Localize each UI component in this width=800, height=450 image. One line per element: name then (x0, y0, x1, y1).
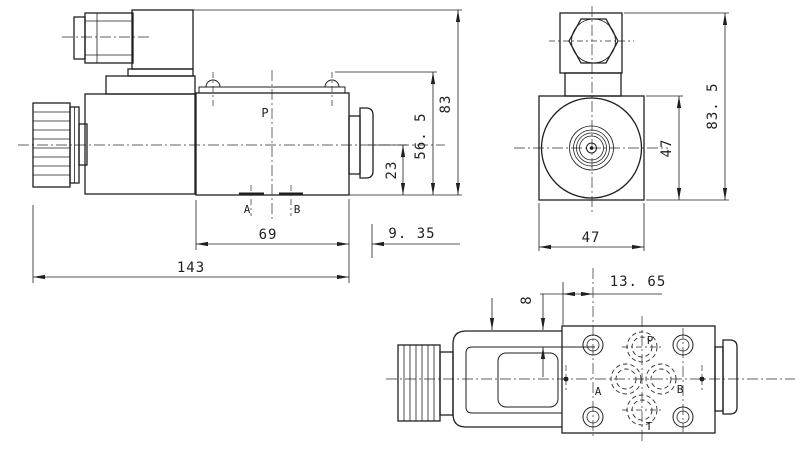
end-plug-side (348, 107, 374, 179)
bolt-boss-right (324, 79, 340, 88)
nameplate (497, 352, 559, 408)
dim-47-right: 47 (659, 139, 675, 158)
top-dimensions: 13. 65 8 (489, 274, 667, 377)
port-b-label-side: B (294, 203, 301, 216)
port-p-label-side: P (261, 106, 268, 120)
cable-gland-front (559, 12, 623, 97)
dim-143: 143 (177, 260, 205, 276)
valve-body-side: P A B (195, 70, 350, 222)
port-a-label-top: A (595, 385, 602, 398)
solenoid-body-top (452, 330, 595, 428)
solenoid-body-side (84, 75, 196, 195)
hex-nut (568, 18, 619, 64)
dim-56-5: 56. 5 (413, 112, 429, 159)
front-view: 47 83. 5 47 (514, 6, 729, 251)
port-p-label-top: P (647, 334, 654, 347)
knurled-knob-top (397, 344, 454, 422)
dim-83: 83 (438, 95, 454, 114)
side-view: P A B 23 (18, 9, 462, 283)
dim-47-bottom: 47 (582, 230, 601, 246)
side-dimensions-vertical: 23 56. 5 83 (193, 9, 462, 196)
dim-9-35: 9. 35 (388, 226, 435, 242)
bolt-hole (582, 334, 694, 428)
port-a-mark (239, 192, 264, 196)
dim-83-5: 83. 5 (705, 82, 721, 129)
top-view: P A B T 13. 65 8 (386, 268, 795, 443)
dim-13-65: 13. 65 (610, 274, 667, 290)
valve-body-top: P A B T (561, 268, 716, 443)
port-holes (610, 331, 677, 426)
port-a-label-side: A (244, 203, 251, 216)
knurled-knob (32, 102, 88, 188)
port-b-label-top: B (677, 383, 684, 396)
dim-23: 23 (384, 161, 400, 180)
dim-8: 8 (519, 295, 535, 304)
front-dimensions: 47 83. 5 47 (538, 12, 729, 251)
port-t-label-top: T (646, 420, 653, 433)
electrical-connector (62, 9, 194, 77)
dim-69: 69 (259, 227, 278, 243)
push-pin (589, 146, 594, 150)
solenoid-face-front (538, 95, 645, 201)
side-dimensions-horizontal: 69 9. 35 143 (32, 199, 460, 283)
bolt-boss-left (205, 79, 221, 88)
end-plug-top (714, 339, 738, 415)
